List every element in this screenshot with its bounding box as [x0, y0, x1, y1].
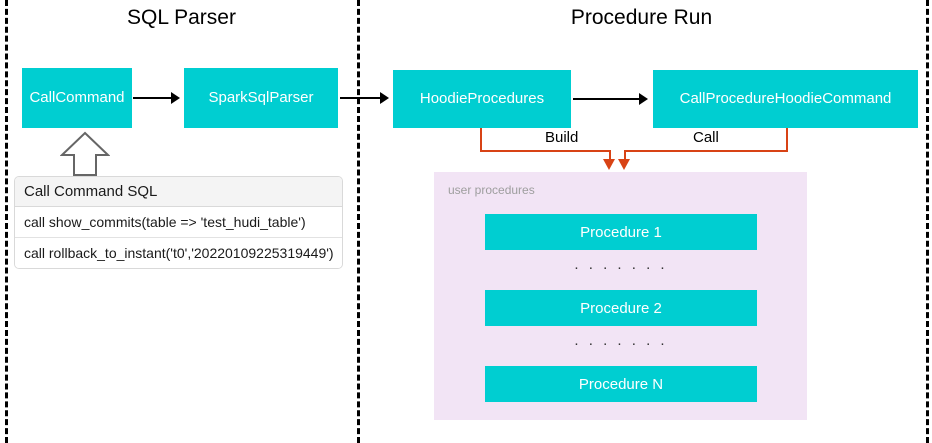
table-row: call rollback_to_instant('t0','202201092…: [15, 238, 342, 268]
edge-label-build: Build: [545, 129, 579, 146]
build-edge-vertical-end: [609, 150, 611, 160]
build-edge-horizontal: [480, 150, 611, 152]
list-item[interactable]: Procedure N: [485, 366, 757, 402]
node-call-command-line2: Command: [55, 89, 125, 107]
list-item[interactable]: Procedure 1: [485, 214, 757, 250]
build-edge-vertical-start: [480, 128, 482, 152]
divider-left: [5, 0, 8, 443]
node-spark-sql-parser[interactable]: SparkSqlParser: [184, 68, 338, 128]
user-procedures-panel: user procedures Procedure 1 . . . . . . …: [434, 172, 807, 420]
node-call-procedure-hoodie-command[interactable]: CallProcedureHoodieCommand: [653, 70, 918, 128]
hollow-up-arrow-icon: [60, 131, 110, 176]
connector-hoodie-procedures-to-command: [573, 98, 641, 100]
call-edge-vertical-end: [624, 150, 626, 160]
ellipsis-separator: . . . . . . .: [574, 332, 668, 349]
list-item[interactable]: Procedure 2: [485, 290, 757, 326]
call-arrow-head-icon: [618, 159, 630, 170]
arrow-head-icon: [639, 93, 648, 105]
ellipsis-separator: . . . . . . .: [574, 256, 668, 273]
node-call-command[interactable]: Call Command: [22, 68, 132, 128]
node-call-command-line1: Call: [29, 89, 56, 107]
section-title-procedure-run: Procedure Run: [570, 6, 713, 29]
call-edge-vertical-start: [786, 128, 788, 152]
user-procedures-label: user procedures: [448, 183, 535, 197]
edge-label-call: Call: [693, 129, 719, 146]
divider-middle: [357, 0, 360, 443]
call-edge-horizontal: [624, 150, 788, 152]
divider-right: [926, 0, 929, 443]
node-hoodie-procedures[interactable]: HoodieProcedures: [393, 70, 571, 128]
connector-parser-to-hoodie-procedures: [340, 97, 382, 99]
build-arrow-head-icon: [603, 159, 615, 170]
call-command-sql-table: Call Command SQL call show_commits(table…: [14, 176, 343, 269]
section-title-sql-parser: SQL Parser: [127, 6, 236, 29]
table-row: call show_commits(table => 'test_hudi_ta…: [15, 207, 342, 238]
arrow-head-icon: [171, 92, 180, 104]
connector-call-command-to-parser: [133, 97, 173, 99]
sql-table-header: Call Command SQL: [15, 177, 342, 207]
arrow-head-icon: [380, 92, 389, 104]
